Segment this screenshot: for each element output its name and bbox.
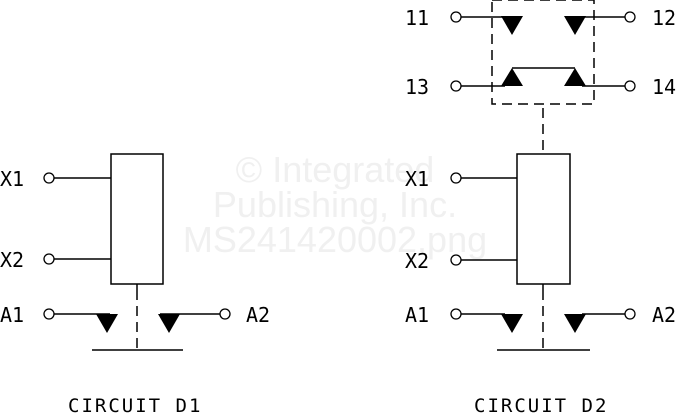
- watermark: © Integrated Publishing, Inc. MS24142000…: [183, 149, 487, 260]
- coil-box: [110, 153, 164, 285]
- contact-triangle-icon: [96, 314, 118, 333]
- x2-terminal: [450, 254, 462, 266]
- t11-label: 11: [405, 6, 429, 30]
- contact-triangle-icon: [564, 16, 586, 35]
- x1-label: X1: [405, 167, 429, 191]
- watermark-line-3: MS241420002.png: [183, 219, 487, 260]
- x1-terminal: [450, 172, 462, 184]
- t14-label: 14: [652, 75, 676, 99]
- x1-label: X1: [0, 167, 24, 191]
- circuit-d2-caption: CIRCUIT D2: [474, 395, 608, 414]
- x1-terminal: [43, 172, 55, 184]
- t13-label: 13: [405, 75, 429, 99]
- circuit-d1-caption: CIRCUIT D1: [68, 395, 202, 414]
- a1-label: A1: [405, 303, 429, 327]
- a2-label: A2: [652, 303, 676, 327]
- contact-triangle-icon: [564, 68, 586, 86]
- watermark-line-1: © Integrated: [236, 149, 435, 190]
- t12-terminal: [624, 11, 636, 23]
- a1-label: A1: [0, 303, 24, 327]
- contact-triangle-icon: [158, 314, 180, 333]
- x2-label: X2: [0, 248, 24, 272]
- watermark-line-2: Publishing, Inc.: [213, 184, 457, 225]
- contact-group-dashed-box: [491, 0, 595, 105]
- t11-terminal: [450, 11, 462, 23]
- t12-label: 12: [652, 6, 676, 30]
- coil-box: [516, 153, 571, 285]
- a2-terminal: [624, 308, 636, 320]
- t14-terminal: [624, 80, 636, 92]
- circuit-d2: 11 12 13 14 X1 X2 A1 A2 CIRCUIT D2: [405, 0, 676, 414]
- contact-triangle-icon: [564, 314, 586, 333]
- contact-triangle-icon: [501, 68, 523, 86]
- circuit-d1: X1 X2 A1 A2 CIRCUIT D1: [0, 153, 270, 414]
- t13-terminal: [450, 80, 462, 92]
- a2-label: A2: [246, 303, 270, 327]
- a1-terminal: [43, 308, 55, 320]
- a2-terminal: [219, 308, 231, 320]
- contact-triangle-icon: [501, 314, 523, 333]
- contact-triangle-icon: [501, 16, 523, 35]
- x2-terminal: [43, 253, 55, 265]
- a1-terminal: [450, 308, 462, 320]
- x2-label: X2: [405, 249, 429, 273]
